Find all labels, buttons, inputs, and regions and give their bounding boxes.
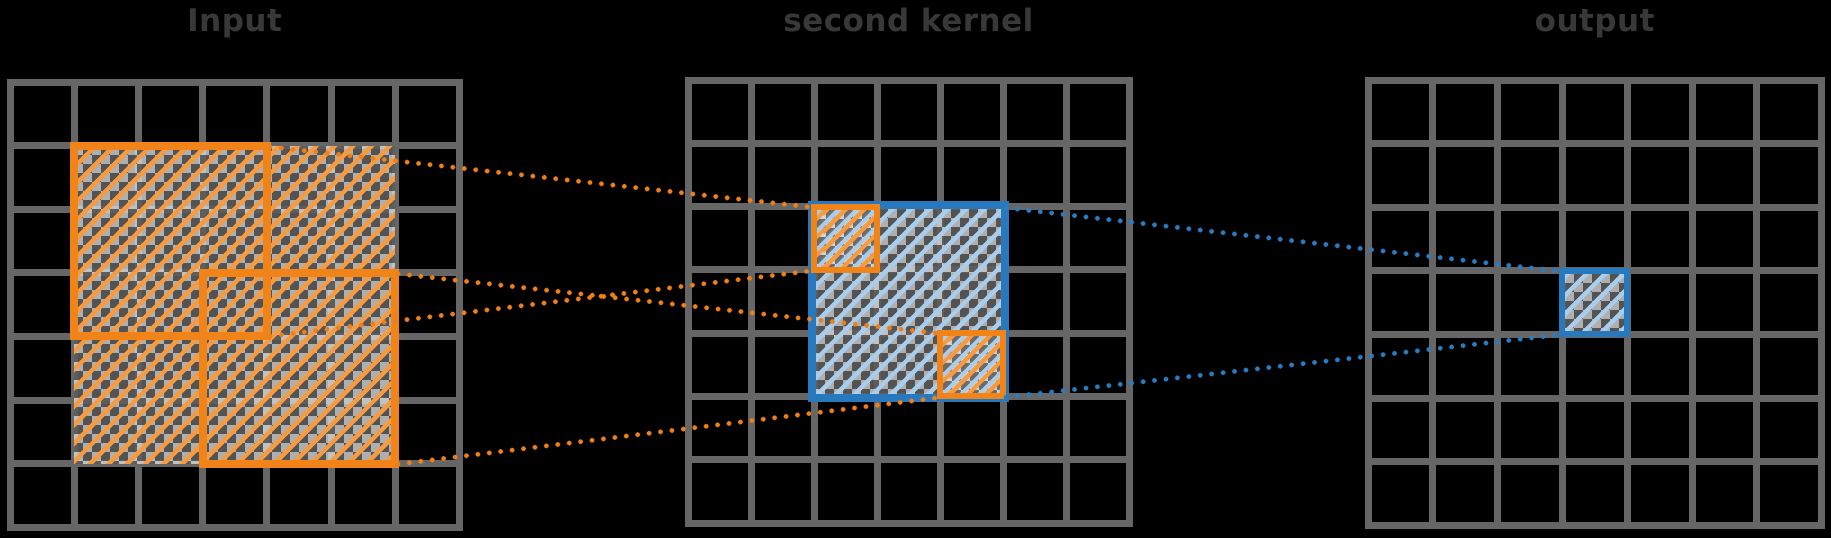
grid-line-horizontal [1364,76,1826,84]
input-grid-label: Input [187,3,283,39]
grid-line-horizontal [1364,140,1826,148]
second-kernel-grid-label: second kernel [783,3,1034,39]
grid-line-vertical [747,76,755,527]
grid-line-vertical [1818,76,1826,529]
output-unit [1559,267,1631,338]
grid-line-horizontal [684,519,1133,527]
grid-line-horizontal [1364,394,1826,402]
grid-line-horizontal [684,76,1133,84]
grid-line-vertical [684,76,692,527]
grid-line-horizontal [6,523,463,531]
grid-line-horizontal [1364,521,1826,529]
grid-line-vertical [1062,76,1070,527]
input-kernel-window-bottom-right [198,268,400,468]
hidden-unit-top-left [811,203,880,273]
grid-line-vertical [6,78,14,531]
grid-line-vertical [455,78,463,531]
grid-line-horizontal [684,139,1133,147]
grid-line-horizontal [6,78,463,86]
input-kernel-window-top-left [70,141,271,341]
grid-line-vertical [1364,76,1372,529]
grid-line-horizontal [1364,458,1826,466]
grid-line-vertical [1753,76,1761,529]
grid-line-vertical [1429,76,1437,529]
input-receptive-field-5x5 [74,145,396,464]
grid-line-vertical [1688,76,1696,529]
grid-line-vertical [1494,76,1502,529]
output-grid-label: output [1534,3,1655,39]
grid-line-horizontal [1364,203,1826,211]
grid-line-vertical [1125,76,1133,527]
grid-line-horizontal [684,456,1133,464]
hidden-unit-bottom-right [937,330,1006,400]
